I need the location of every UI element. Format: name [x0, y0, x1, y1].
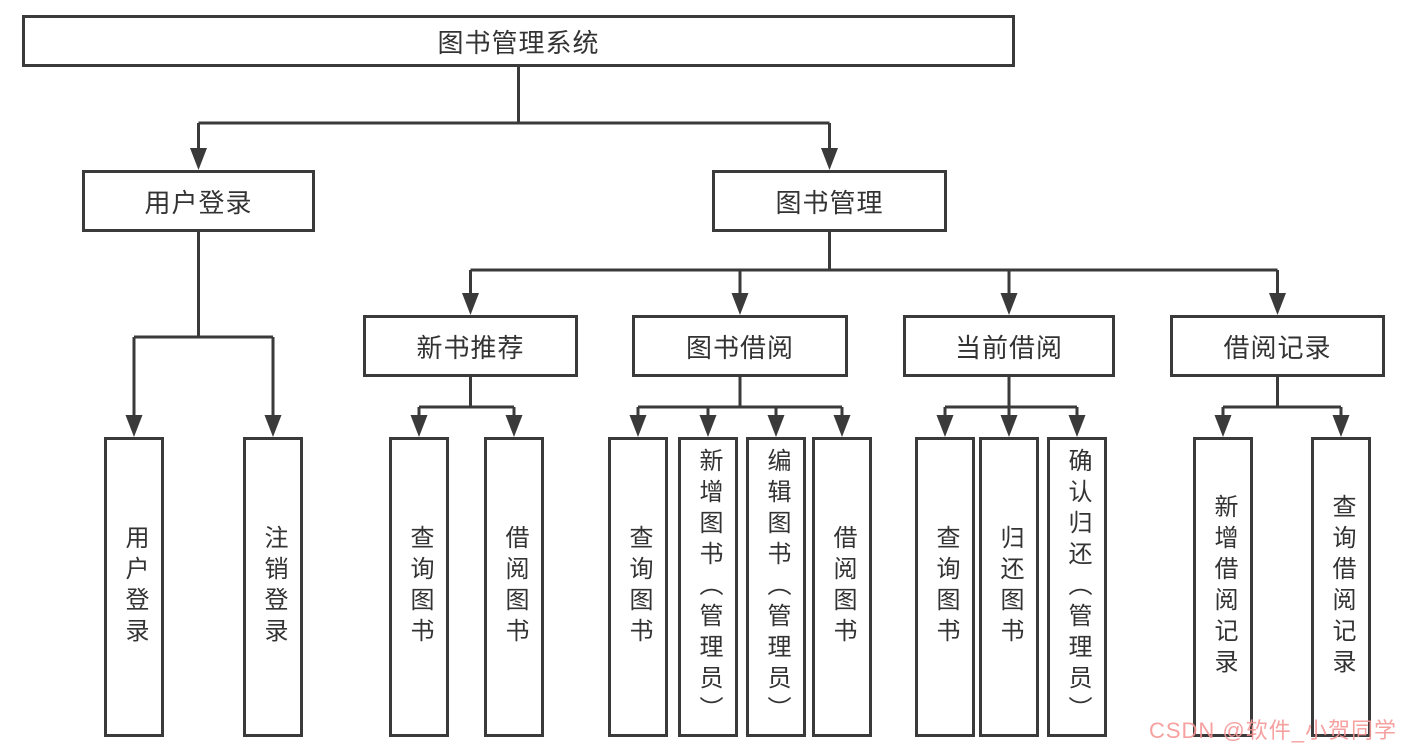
leaf-label: 归还图书 — [996, 525, 1023, 649]
leaf-label: 借阅图书 — [501, 525, 528, 649]
node-borrowing-records: 借阅记录 — [1170, 315, 1385, 377]
leaf-add-borrow-record: 新增借阅记录 — [1193, 437, 1253, 737]
leaf-query-books-borrow: 查询图书 — [608, 437, 668, 737]
node-book-management: 图书管理 — [712, 170, 947, 232]
leaf-query-books-current: 查询图书 — [915, 437, 975, 737]
csdn-watermark: CSDN @软件_小贺同学 — [1148, 718, 1397, 743]
leaf-label: 借阅图书 — [829, 525, 856, 649]
leaf-logout: 注销登录 — [243, 437, 303, 737]
leaf-label: 查询借阅记录 — [1328, 494, 1355, 680]
tree-edges — [132, 67, 1343, 417]
leaf-label: 确认归还（管理员） — [1064, 447, 1091, 727]
leaf-query-borrow-record: 查询借阅记录 — [1311, 437, 1371, 737]
leaf-borrow-books-recommend: 借阅图书 — [484, 437, 544, 737]
leaf-add-books-admin: 新增图书（管理员） — [678, 437, 738, 737]
leaf-user-login: 用户登录 — [104, 437, 164, 737]
node-library-management-system: 图书管理系统 — [22, 15, 1015, 67]
leaf-label: 查询图书 — [625, 525, 652, 649]
leaf-label: 新增借阅记录 — [1210, 494, 1237, 680]
leaf-label: 注销登录 — [260, 525, 287, 649]
leaf-label: 查询图书 — [406, 525, 433, 649]
leaf-confirm-return-admin: 确认归还（管理员） — [1047, 437, 1107, 737]
leaf-borrow-books: 借阅图书 — [812, 437, 872, 737]
node-current-borrowing: 当前借阅 — [903, 315, 1115, 377]
leaf-label: 编辑图书（管理员） — [763, 447, 790, 727]
leaf-edit-books-admin: 编辑图书（管理员） — [746, 437, 806, 737]
leaf-label: 用户登录 — [121, 525, 148, 649]
node-user-login: 用户登录 — [82, 170, 315, 232]
leaf-query-books-recommend: 查询图书 — [389, 437, 449, 737]
arrowheads — [125, 148, 1350, 437]
leaf-label: 新增图书（管理员） — [695, 447, 722, 727]
node-new-book-recommendation: 新书推荐 — [363, 315, 578, 377]
leaf-return-books: 归还图书 — [979, 437, 1039, 737]
leaf-label: 查询图书 — [932, 525, 959, 649]
node-book-borrowing: 图书借阅 — [632, 315, 848, 377]
